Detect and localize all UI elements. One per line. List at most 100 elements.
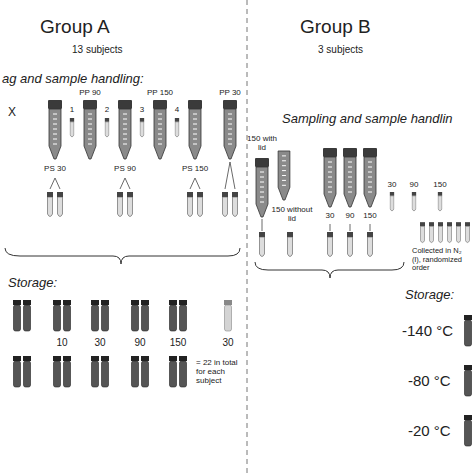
time-label: 30 [222,337,233,349]
sample-tube [429,222,434,242]
split-lines [50,162,370,231]
sample-tube [438,222,443,242]
sample-tube [224,300,232,331]
sample-tube [169,300,177,331]
tubes [13,100,472,446]
sample-tube [464,415,472,446]
sample-tube [169,356,177,387]
sample-tube [101,300,109,331]
sample-tube [13,300,21,331]
note-text: Collected in N₂ (l), randomized order [412,247,472,273]
sample-tube [48,100,62,159]
tube-label: PP 150 [147,88,173,97]
tube-number: 4 [175,105,179,114]
time-label: 30 [326,211,335,220]
bracket [5,248,240,264]
bracket [255,262,404,278]
sample-tube [57,192,63,217]
sample-tube [464,315,472,346]
time-label: 150 [363,211,376,220]
sample-tube [343,148,357,207]
sample-tube [447,222,452,242]
sample-tube [23,300,31,331]
sample-tube [131,356,139,387]
time-label: 30 [94,337,105,349]
section-heading: Storage: [405,288,454,303]
sample-tube [390,192,395,211]
time-label: 30 [388,180,397,189]
sample-tube [118,100,132,159]
sample-tube [347,232,353,257]
time-label: 90 [134,337,145,349]
sample-tube [53,356,61,387]
sample-tube [323,148,337,207]
mark-label: X [8,106,16,120]
sample-tube [91,300,99,331]
section-heading: ag and sample handling: [2,72,144,87]
sample-tube [141,356,149,387]
sample-tube [91,356,99,387]
sample-tube [117,192,123,217]
time-label: 90 [346,211,355,220]
sample-tube [23,356,31,387]
sample-tube [259,232,265,257]
sample-tube [153,100,167,159]
temperature-label: -140 °C [402,322,453,339]
sample-tube [47,192,53,217]
tube-label: PP 30 [219,88,241,97]
time-label: 150 [170,337,187,349]
time-label: 90 [410,180,419,189]
sample-tube [327,232,333,257]
sample-tube [438,192,443,211]
sample-tube [70,118,75,137]
sample-tube [412,192,417,211]
sample-tube [101,356,109,387]
section-heading: Storage: [8,276,57,291]
subject-count: 13 subjects [72,44,123,56]
sample-tube [187,192,193,217]
section-heading: Sampling and sample handlin [282,112,453,127]
subject-count: 3 subjects [318,44,363,56]
sample-tube [83,100,97,159]
sample-tube [456,222,461,242]
temperature-label: -80 °C [408,372,451,389]
tube-number: 3 [140,105,144,114]
sample-tube [13,356,21,387]
tube-label: PS 90 [114,164,136,173]
sample-tube [179,300,187,331]
sample-tube [363,148,377,207]
sample-tube [278,151,290,200]
sample-tube [179,356,187,387]
sample-tube [197,192,203,217]
group-heading: Group A [40,16,110,38]
tube-label: PS 150 [182,164,208,173]
sample-tube [63,300,71,331]
tube-label: 150 with lid [242,134,282,152]
sample-tube [420,222,425,242]
sample-tube [175,118,180,137]
sample-tube [131,300,139,331]
sample-tube [464,365,472,396]
tube-label: PS 30 [44,164,66,173]
sample-tube [105,118,110,137]
sample-tube [141,300,149,331]
time-label: 10 [56,337,67,349]
tube-number: 2 [105,105,109,114]
note-text: = 22 in total for each subject [196,358,244,386]
temperature-label: -20 °C [408,422,451,439]
sample-tube [223,100,237,159]
sample-tube [63,356,71,387]
sample-tube [222,192,228,217]
time-label: 150 [433,180,446,189]
sample-tube [127,192,133,217]
group-divider [247,0,248,474]
tube-label: 150 without lid [270,205,314,223]
tube-label: PP 90 [79,88,101,97]
sample-tube [140,118,145,137]
sample-tube [53,300,61,331]
sample-tube [188,100,202,159]
sample-tube [367,232,373,257]
group-heading: Group B [300,16,371,38]
tube-number: 1 [70,105,74,114]
sample-tube [232,192,238,217]
